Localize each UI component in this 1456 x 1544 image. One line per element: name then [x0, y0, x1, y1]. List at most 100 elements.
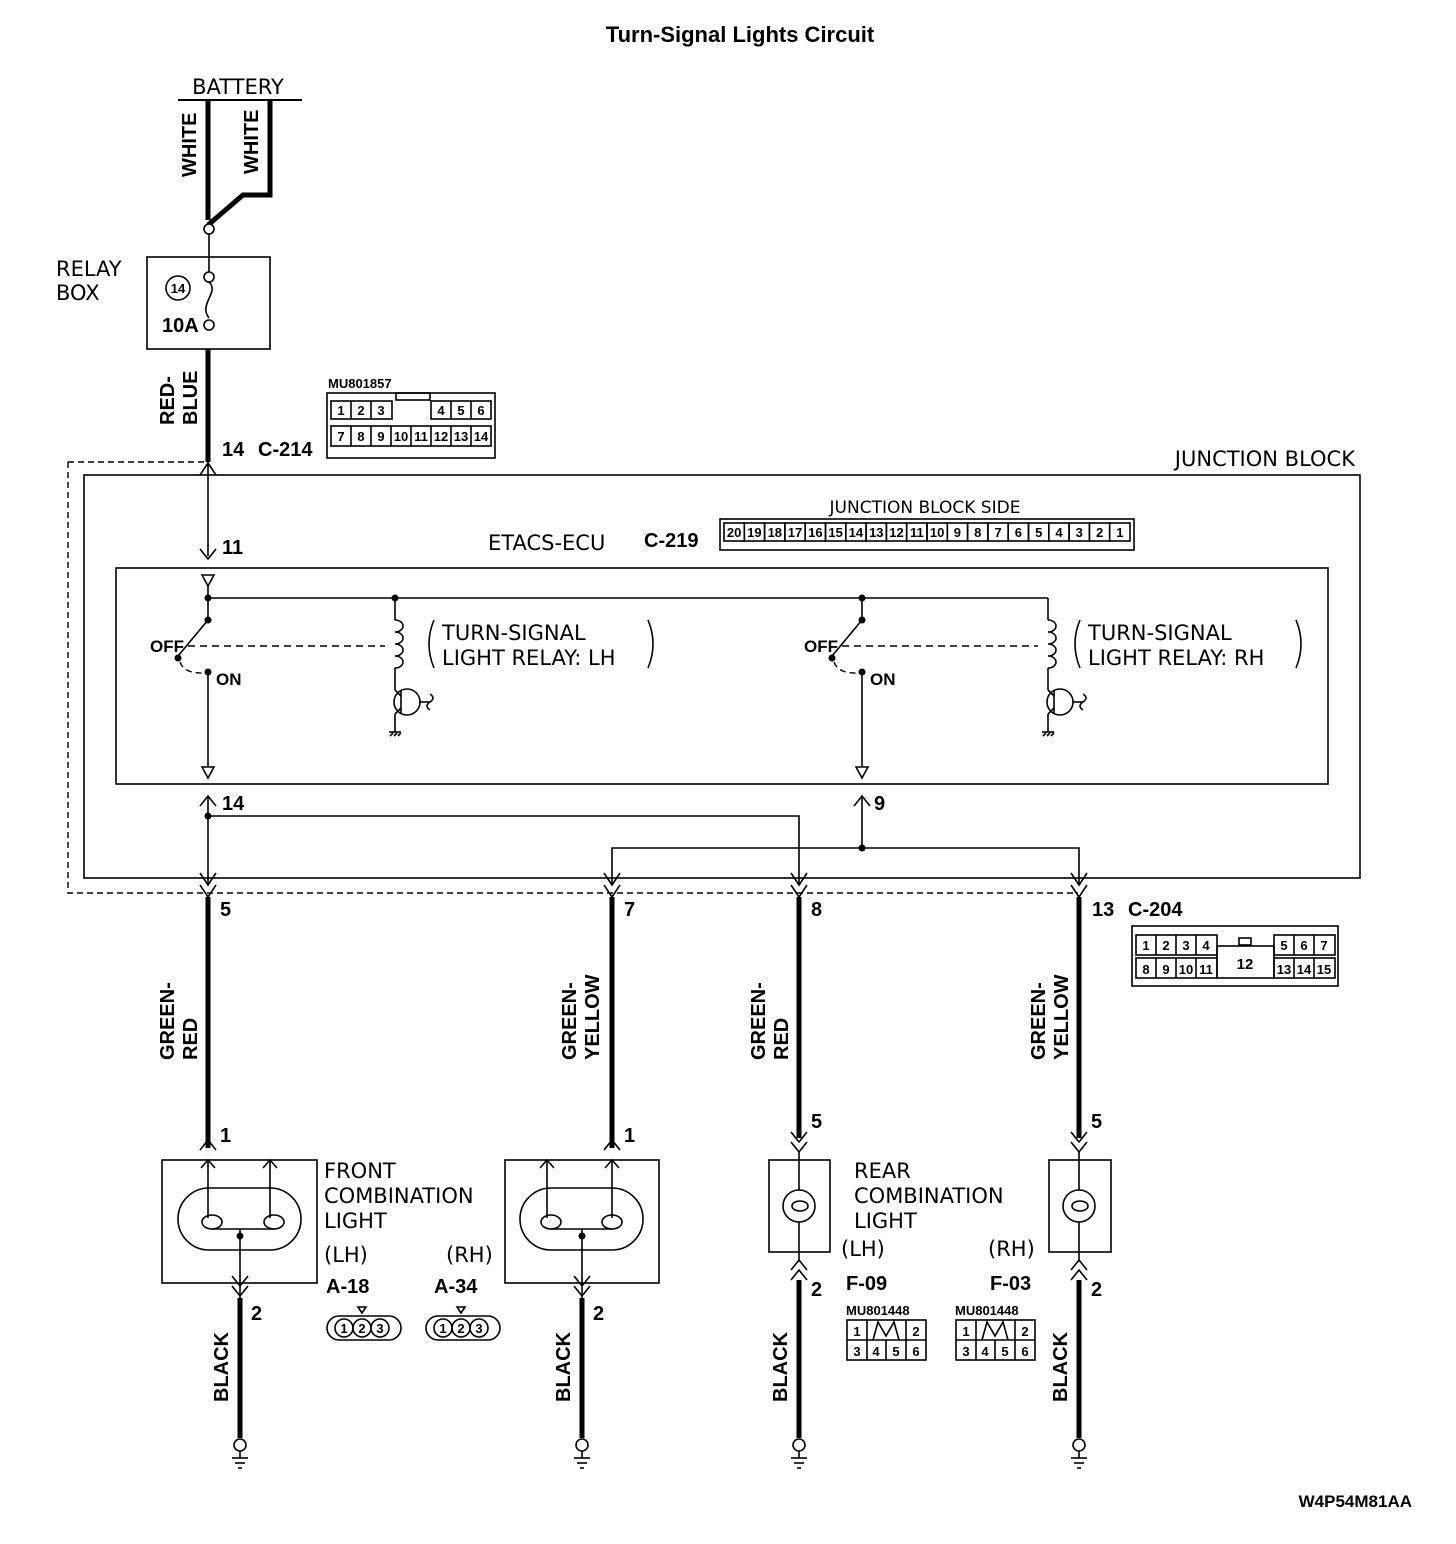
ground-pin: 2	[811, 1279, 822, 1301]
front-light-rh-connector-id: A-34	[434, 1276, 478, 1298]
c214-pin: 1	[337, 403, 344, 418]
c219-pin: 12	[889, 525, 903, 540]
connector-f03: MU801448 1 2 3 4 5 6	[955, 1303, 1036, 1361]
fuse-rating: 10A	[162, 315, 199, 337]
c219-pin: 15	[828, 525, 842, 540]
a18-pin: 2	[358, 1321, 365, 1336]
ground-pin: 2	[593, 1303, 604, 1325]
c214-pin: 3	[377, 403, 384, 418]
c204-pin: 14	[1297, 962, 1312, 977]
c219-pin: 19	[747, 525, 761, 540]
c214-pin: 2	[357, 403, 364, 418]
junction-block-side-label: JUNCTION BLOCK SIDE	[829, 498, 1021, 518]
ground-pin: 2	[1091, 1279, 1102, 1301]
a34-pin: 3	[475, 1321, 482, 1336]
junction-block-routing: 14 9	[199, 793, 1088, 899]
c219-pin: 11	[910, 525, 924, 540]
output-pin-labels: 5 7 8 13 C-204	[220, 899, 1183, 921]
c219-pin: 5	[1035, 525, 1042, 540]
c219-pin: 18	[768, 525, 782, 540]
lamp-pin: 1	[220, 1125, 231, 1147]
f03-pin: 6	[1021, 1344, 1028, 1359]
wire-color-red-blue-line1: RED-	[157, 376, 179, 425]
lamp-pin: 5	[1091, 1111, 1102, 1133]
c214-pin-label: 14	[222, 439, 245, 461]
relay-rh-on-label: ON	[870, 670, 896, 689]
ground-wire-color: BLACK	[1050, 1331, 1072, 1402]
f03-pin: 5	[1001, 1344, 1008, 1359]
wire-color-line2: RED	[180, 1018, 202, 1060]
c219-pin: 2	[1096, 525, 1103, 540]
c204-pin: 2	[1162, 938, 1169, 953]
c214-connector-id: C-214	[258, 439, 313, 461]
f09-pin: 4	[872, 1344, 880, 1359]
c204-pin: 7	[1320, 938, 1327, 953]
ground-wire-1: 2 BLACK	[211, 1298, 262, 1469]
wire-color-line2: YELLOW	[582, 974, 604, 1060]
connector-a18: 1 2 3	[326, 1306, 402, 1341]
c214-pin: 13	[454, 429, 468, 444]
c204-pin: 13	[1277, 962, 1291, 977]
wire-color-line1: GREEN-	[559, 982, 581, 1060]
output-wire-2: GREEN- YELLOW 1	[559, 897, 635, 1151]
page-title: Turn-Signal Lights Circuit	[606, 22, 875, 47]
f03-pin: 1	[962, 1324, 969, 1339]
relay-box-label-line2: BOX	[56, 281, 100, 305]
ground-wire-3: 2 BLACK	[770, 1279, 822, 1469]
c204-pin: 1	[1142, 938, 1149, 953]
connector-c204: 1 2 3 4 5 6 7 8 9 10 11 13 14 15 12	[1131, 925, 1339, 987]
c204-connector-id: C-204	[1128, 899, 1183, 921]
front-combination-light-lh	[161, 1158, 318, 1300]
a34-pin: 2	[457, 1321, 464, 1336]
relay-box-label-line1: RELAY	[56, 257, 122, 281]
etacs-ecu-box	[115, 567, 1329, 785]
rear-light-label-line3: LIGHT	[854, 1209, 917, 1233]
c214-pin: 6	[477, 403, 484, 418]
c214-pin: 5	[457, 403, 464, 418]
c214-pin: 4	[437, 403, 445, 418]
output-wire-3: GREEN- RED 5	[748, 897, 822, 1154]
relay-lh-on-label: ON	[216, 670, 242, 689]
relay-lh-off-label: OFF	[150, 637, 184, 656]
a34-pin: 1	[439, 1321, 446, 1336]
c204-pin: 8	[1142, 962, 1149, 977]
relay-lh-label-line2: LIGHT RELAY: LH	[442, 646, 616, 670]
etacs-out-rh-pin: 9	[874, 793, 885, 815]
connector-f09: MU801448 1 2 3 4 5 6	[846, 1303, 927, 1361]
battery-label: BATTERY	[192, 75, 284, 99]
f09-pin: 1	[853, 1324, 860, 1339]
etacs-input-pin: 11	[222, 537, 243, 559]
c204-pin: 6	[1300, 938, 1307, 953]
c214-pin: 7	[337, 429, 344, 444]
wire-color-red-blue-line2: BLUE	[180, 371, 202, 425]
connector-c214: MU801857 1 2 3 4 5 6 7 8 9 10 11 12 13 1…	[222, 376, 496, 461]
c219-pin: 20	[727, 525, 741, 540]
c204-pin: 5	[1280, 938, 1287, 953]
output-pin: 8	[811, 899, 822, 921]
wire-color-white-right: WHITE	[241, 110, 263, 174]
rear-light-label-line1: REAR	[854, 1159, 911, 1183]
c214-pin: 8	[357, 429, 364, 444]
connector-a34: 1 2 3	[425, 1306, 501, 1341]
rear-combination-light-label: REAR COMBINATION LIGHT (LH) (RH) F-09 F-…	[841, 1159, 1035, 1295]
output-pin: 13	[1092, 899, 1114, 921]
c204-pin: 10	[1179, 962, 1193, 977]
relay-box: RELAY BOX 14 10A RED- BLUE	[56, 223, 271, 462]
c214-pin: 11	[414, 429, 428, 444]
front-light-label-line2: COMBINATION	[324, 1184, 474, 1208]
rear-light-rh-connector-id: F-03	[990, 1273, 1031, 1295]
ground-wire-4: 2 BLACK	[1050, 1279, 1102, 1469]
rear-combination-light-lh	[768, 1152, 831, 1281]
wire-color-line2: RED	[771, 1018, 793, 1060]
relay-rh-off-label: OFF	[804, 637, 838, 656]
wire-color-line1: GREEN-	[748, 982, 770, 1060]
relay-lh-label-line1: TURN-SIGNAL	[441, 621, 586, 645]
junction-block-label: JUNCTION BLOCK	[1173, 447, 1356, 471]
junction-block: JUNCTION BLOCK JUNCTION BLOCK SIDE	[67, 447, 1361, 894]
ground-pin: 2	[251, 1303, 262, 1325]
c219-pin: 1	[1116, 525, 1123, 540]
f09-pin: 3	[853, 1344, 860, 1359]
c204-pin: 3	[1182, 938, 1189, 953]
